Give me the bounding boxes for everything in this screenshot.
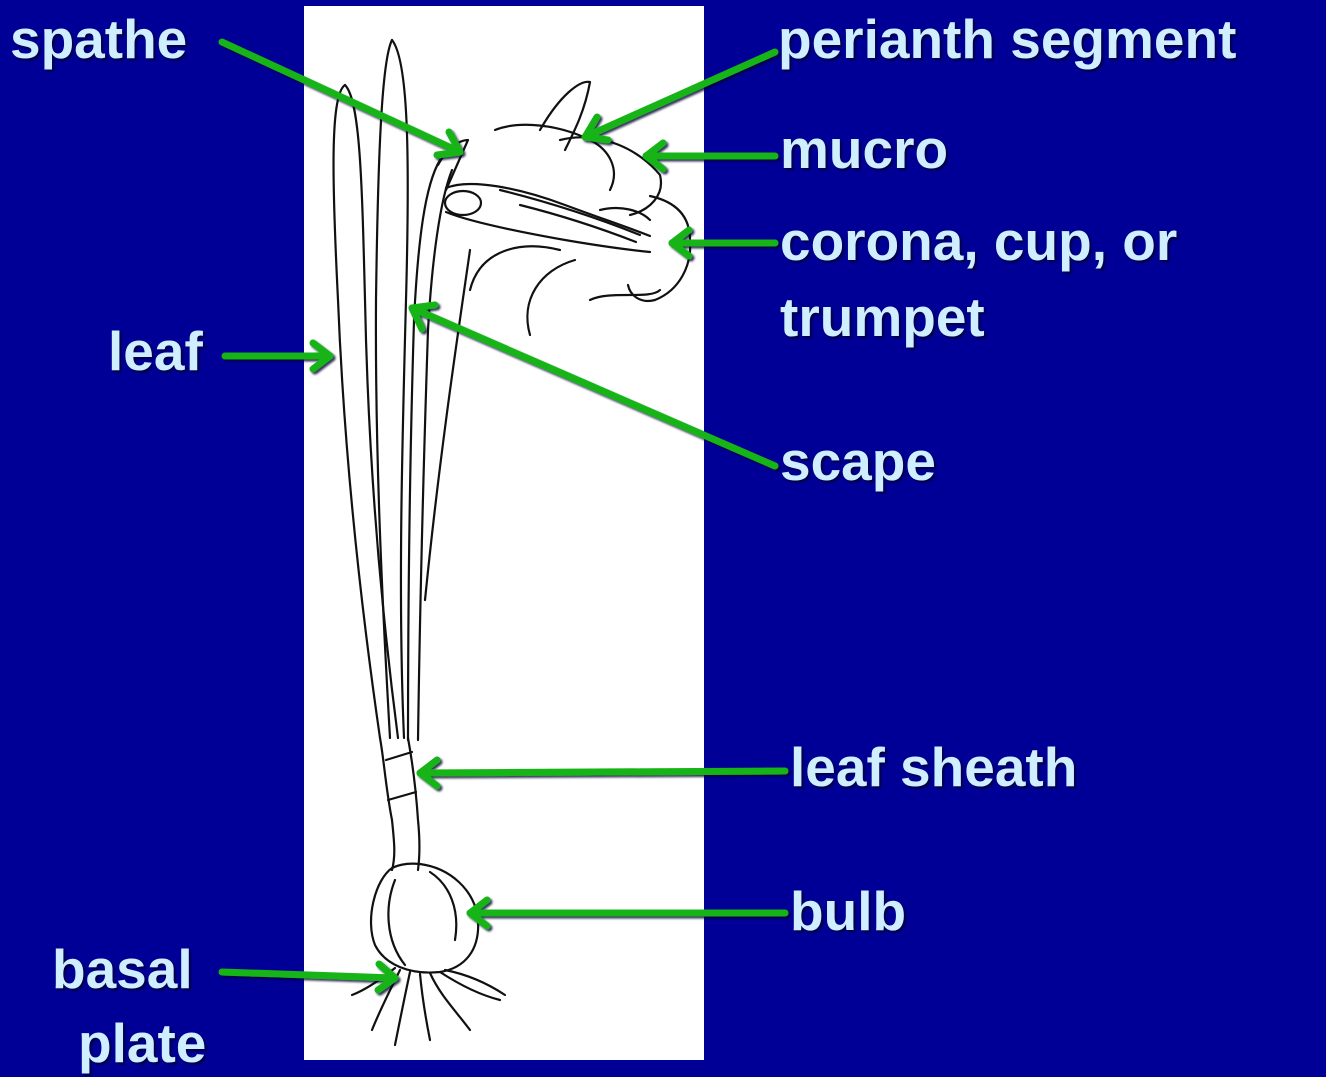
label-scape: scape	[780, 428, 936, 494]
label-corona-line1: corona, cup, or	[780, 208, 1177, 274]
arrow-corona	[672, 230, 775, 256]
arrow-perianth-segment	[585, 52, 775, 140]
arrow-mucro	[646, 143, 775, 169]
arrow-bulb	[470, 900, 785, 926]
label-leaf-sheath: leaf sheath	[790, 734, 1077, 800]
label-bulb: bulb	[790, 878, 906, 944]
arrow-scape	[412, 305, 775, 466]
label-corona-line2: trumpet	[780, 284, 985, 350]
label-basal-line2: plate	[78, 1010, 206, 1076]
label-mucro: mucro	[780, 116, 948, 182]
arrow-spathe	[222, 42, 460, 155]
label-perianth-segment: perianth segment	[778, 6, 1236, 72]
label-leaf: leaf	[108, 318, 203, 384]
arrow-leaf-sheath	[420, 760, 785, 786]
arrow-basal-plate	[222, 964, 395, 990]
label-spathe: spathe	[10, 6, 187, 72]
arrow-leaf	[225, 343, 330, 369]
label-basal-line1: basal	[52, 936, 193, 1002]
